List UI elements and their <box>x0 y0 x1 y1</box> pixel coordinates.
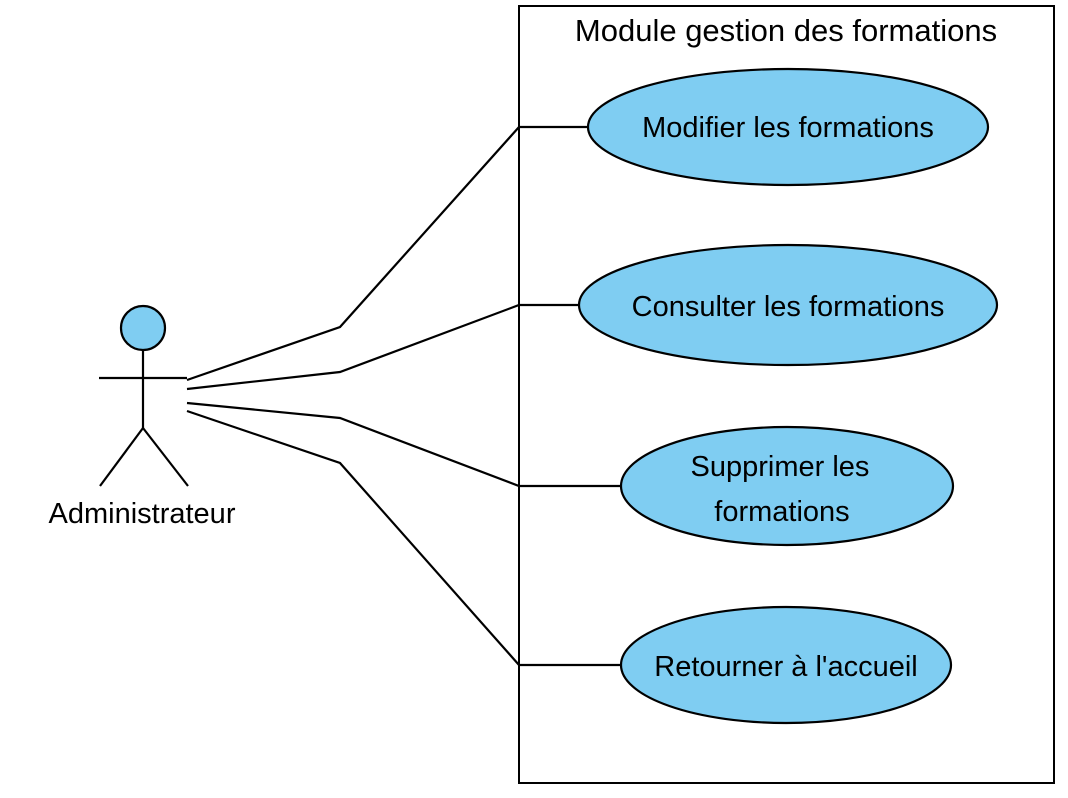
associations <box>186 125 621 667</box>
use-case-consulter[interactable]: Consulter les formations <box>577 243 999 367</box>
association-retourner <box>186 409 621 667</box>
use-case-label-line: Consulter les formations <box>632 291 945 323</box>
use-case-label: Supprimer les formations <box>691 451 878 528</box>
use-case-ellipse <box>577 243 999 367</box>
use-case-ellipse <box>619 425 955 547</box>
use-case-supprimer[interactable]: Supprimer les formations <box>619 425 955 547</box>
actor-right-leg <box>142 427 189 487</box>
use-case-label-line: Retourner à l'accueil <box>654 651 917 683</box>
actor-head <box>119 304 167 352</box>
association-modifier <box>186 125 588 382</box>
actor-left-leg <box>99 427 144 487</box>
use-case-label-line: Supprimer les <box>691 451 870 483</box>
association-consulter <box>186 303 578 391</box>
association-supprimer <box>186 401 621 488</box>
use-case-label-line: formations <box>714 496 849 528</box>
actor-name: Administrateur <box>49 498 236 530</box>
use-case-label-line: Modifier les formations <box>642 112 934 144</box>
use-case-ellipse <box>586 67 990 187</box>
use-case-label: Retourner à l'accueil <box>654 651 917 683</box>
use-case-label: Modifier les formations <box>642 112 934 144</box>
system-title: Module gestion des formations <box>575 13 997 48</box>
use-case-label: Consulter les formations <box>632 291 945 323</box>
use-case-retourner[interactable]: Retourner à l'accueil <box>619 605 953 725</box>
use-case-ellipse <box>619 605 953 725</box>
actor-administrateur[interactable]: Administrateur <box>49 304 236 530</box>
use-case-modifier[interactable]: Modifier les formations <box>586 67 990 187</box>
